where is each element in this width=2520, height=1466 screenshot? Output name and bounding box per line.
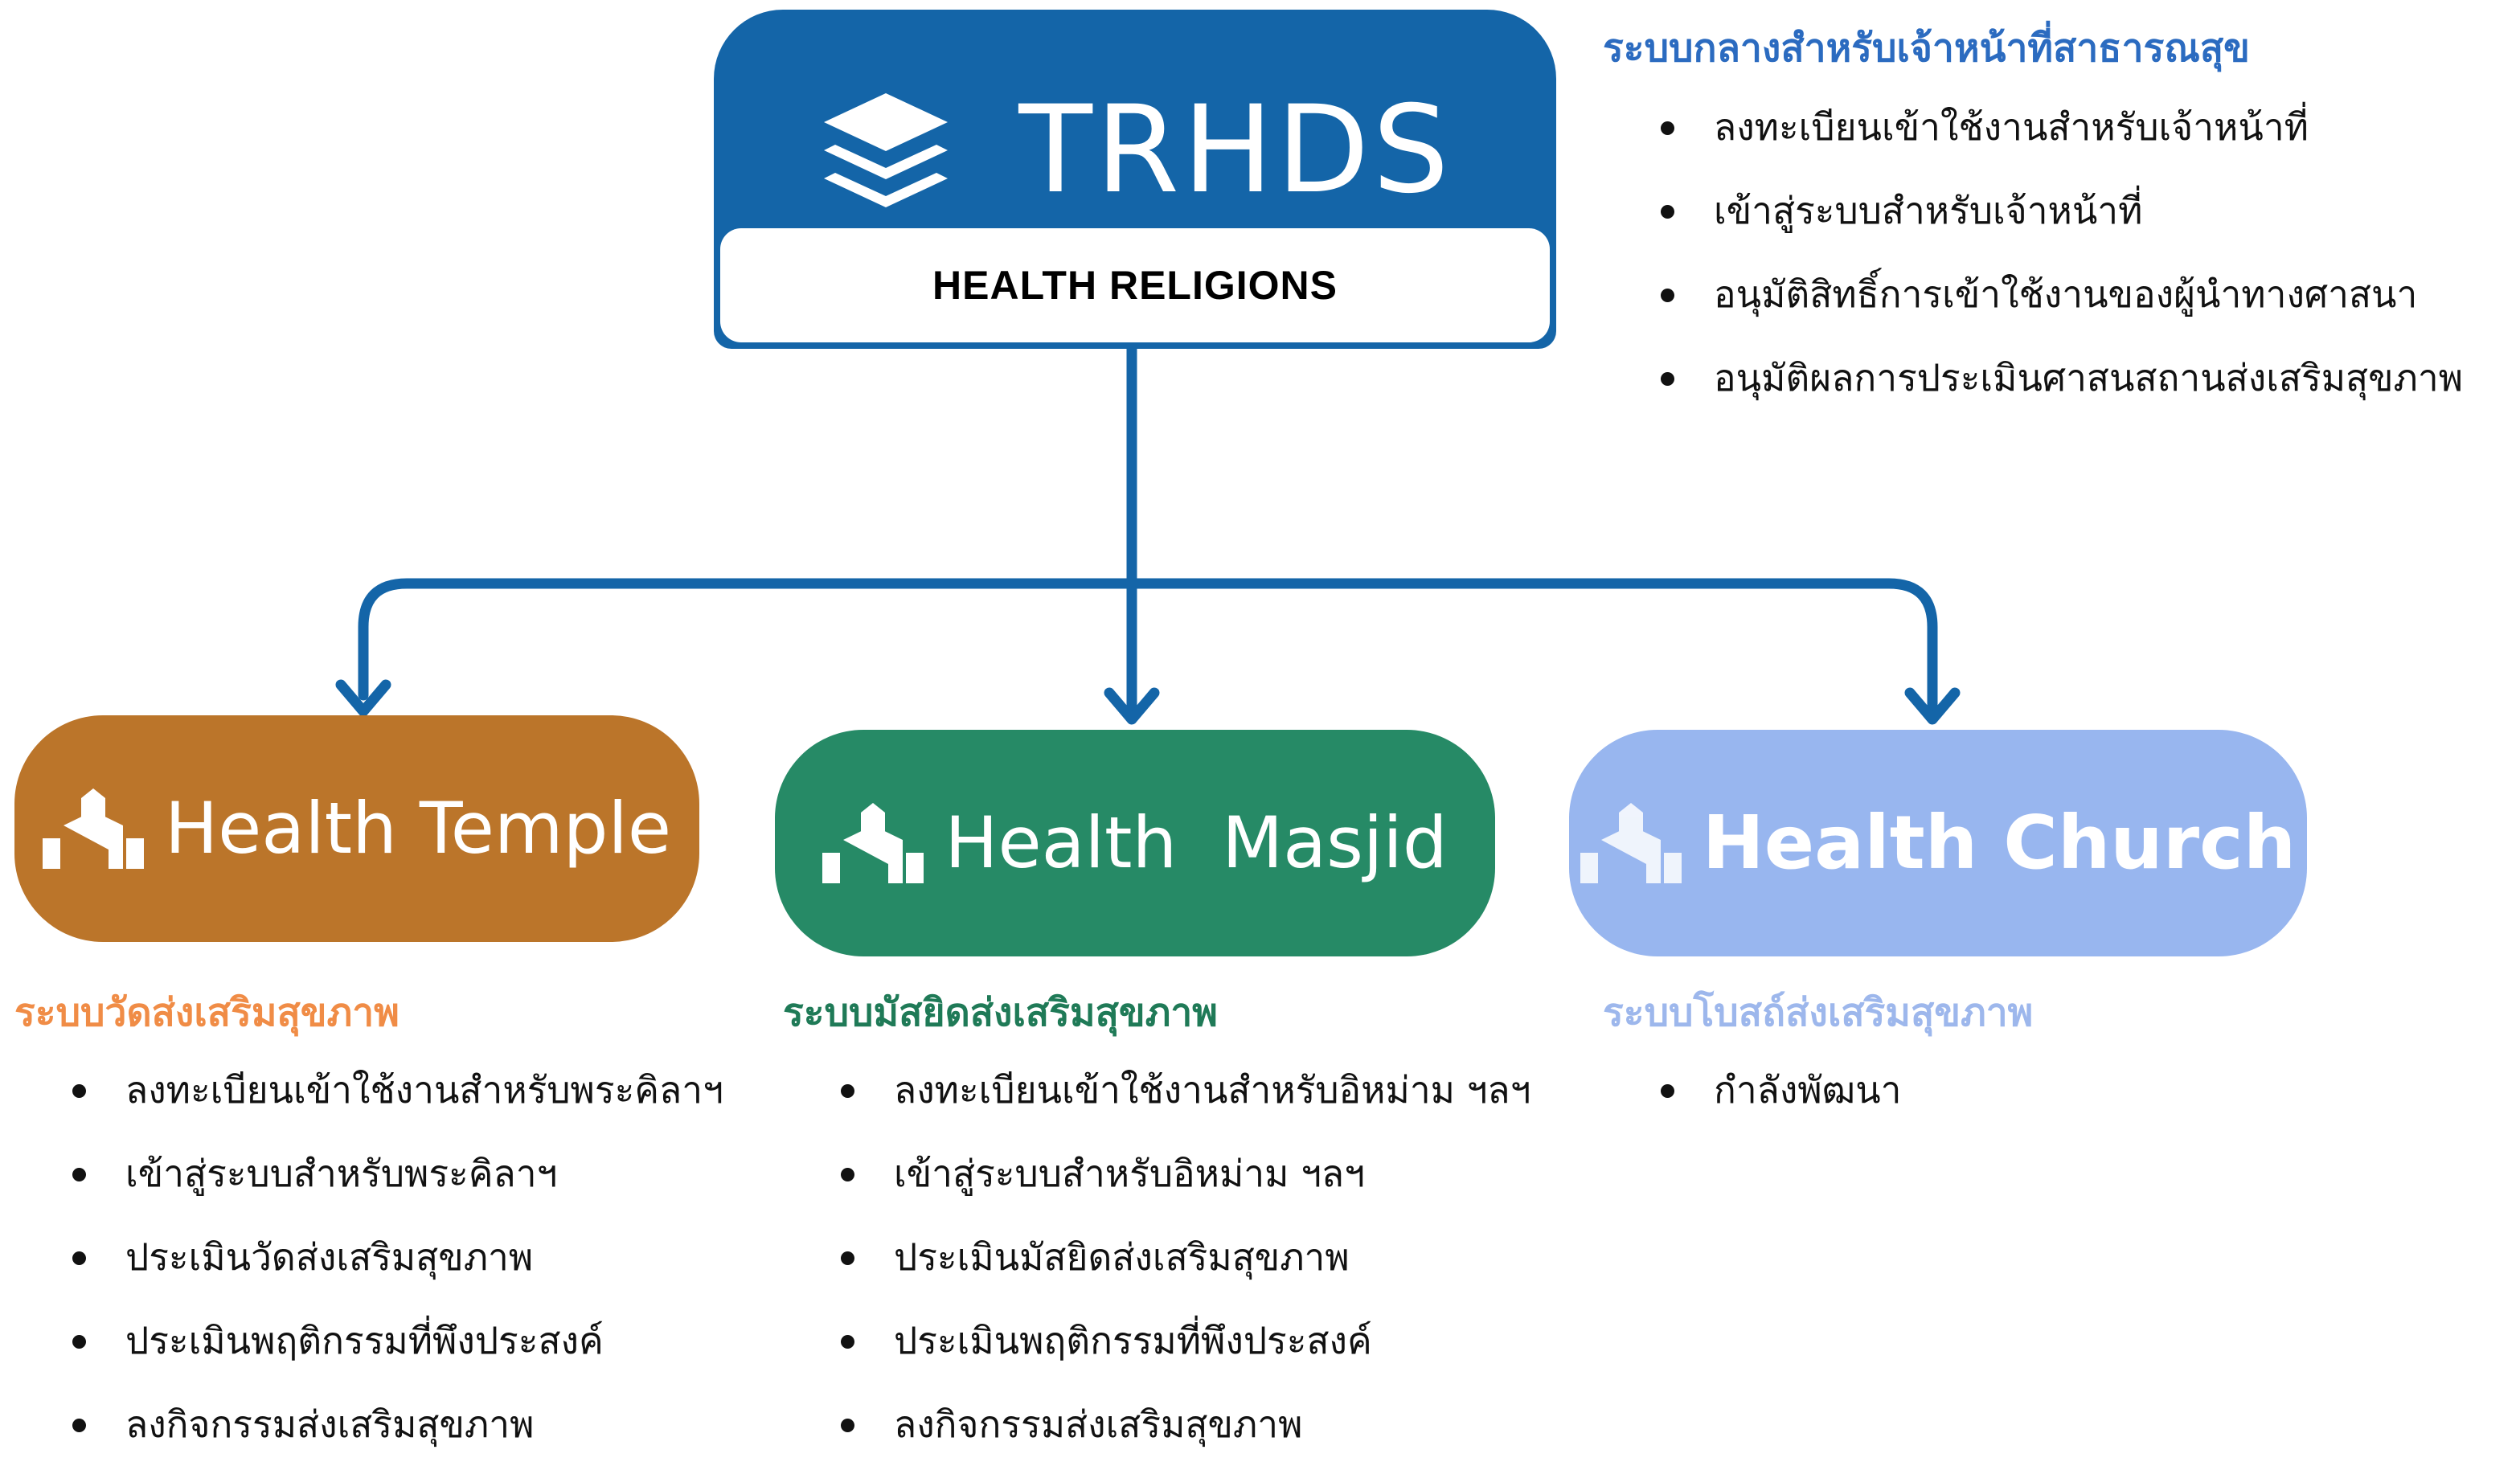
brand-name: TRHDS xyxy=(1018,80,1453,220)
health-masjid-card: Health Masjid xyxy=(775,730,1495,956)
list-item: ประเมินมัสยิดส่งเสริมสุขภาพ xyxy=(841,1215,1530,1299)
health-temple-card: Health Temple xyxy=(14,715,699,942)
list-item: เข้าสู่ระบบสำหรับเจ้าหน้าที่ xyxy=(1661,169,2463,252)
list-item: กำลังพัฒนา xyxy=(1661,1048,1901,1132)
subtitle-box: HEALTH RELIGIONS xyxy=(720,228,1550,342)
list-item: อนุมัติผลการประเมินศาสนสถานส่งเสริมสุขภา… xyxy=(1661,336,2463,420)
religious-building-icon xyxy=(822,803,924,883)
list-item: ประเมินพฤติกรรมที่พึงประสงค์ xyxy=(841,1299,1530,1382)
list-item: ลงกิจกรรมส่งเสริมสุขภาพ xyxy=(841,1382,1530,1466)
list-item: ลงทะเบียนเข้าใช้งานสำหรับอิหม่าม ฯลฯ xyxy=(841,1048,1530,1132)
arrow-head-church xyxy=(1904,687,1961,725)
church-heading: ระบบโบสถ์ส่งเสริมสุขภาพ xyxy=(1603,990,2034,1035)
health-church-card: Health Church xyxy=(1569,730,2307,956)
arrow-head-masjid xyxy=(1104,687,1160,725)
list-item: ลงทะเบียนเข้าใช้งานสำหรับเจ้าหน้าที่ xyxy=(1661,85,2463,169)
religious-building-icon xyxy=(1580,803,1682,883)
arrow-head-temple xyxy=(335,679,391,717)
masjid-list: ลงทะเบียนเข้าใช้งานสำหรับอิหม่าม ฯลฯ เข้… xyxy=(841,1048,1530,1466)
masjid-heading: ระบบมัสยิดส่งเสริมสุขภาพ xyxy=(783,990,1218,1035)
list-item: ประเมินวัดส่งเสริมสุขภาพ xyxy=(72,1215,723,1299)
trhds-card: TRHDS HEALTH RELIGIONS xyxy=(714,10,1556,349)
central-heading: ระบบกลางสำหรับเจ้าหน้าที่สาธารณสุข xyxy=(1603,26,2250,71)
list-item: อนุมัติสิทธิ์การเข้าใช้งานของผู้นำทางศาส… xyxy=(1661,252,2463,336)
pill-title: Health Masjid xyxy=(944,801,1448,884)
list-item: ลงทะเบียนเข้าใช้งานสำหรับพระคิลาฯ xyxy=(72,1048,723,1132)
central-list: ลงทะเบียนเข้าใช้งานสำหรับเจ้าหน้าที่ เข้… xyxy=(1661,85,2463,420)
trhds-brand: TRHDS xyxy=(714,90,1556,211)
pill-title: Health Temple xyxy=(164,787,672,870)
temple-list: ลงทะเบียนเข้าใช้งานสำหรับพระคิลาฯ เข้าสู… xyxy=(72,1048,723,1466)
bus-line xyxy=(358,578,1938,717)
list-item: เข้าสู่ระบบสำหรับพระคิลาฯ xyxy=(72,1132,723,1215)
list-item: ลงกิจกรรมส่งเสริมสุขภาพ xyxy=(72,1382,723,1466)
list-item: ประเมินพฤติกรรมที่พึงประสงค์ xyxy=(72,1299,723,1382)
pill-title: Health Church xyxy=(1702,800,2297,886)
list-item: เข้าสู่ระบบสำหรับอิหม่าม ฯลฯ xyxy=(841,1132,1530,1215)
religious-building-icon xyxy=(42,788,144,869)
church-list: กำลังพัฒนา xyxy=(1661,1048,1901,1132)
stacked-layers-icon xyxy=(824,93,949,207)
temple-heading: ระบบวัดส่งเสริมสุขภาพ xyxy=(14,990,400,1035)
